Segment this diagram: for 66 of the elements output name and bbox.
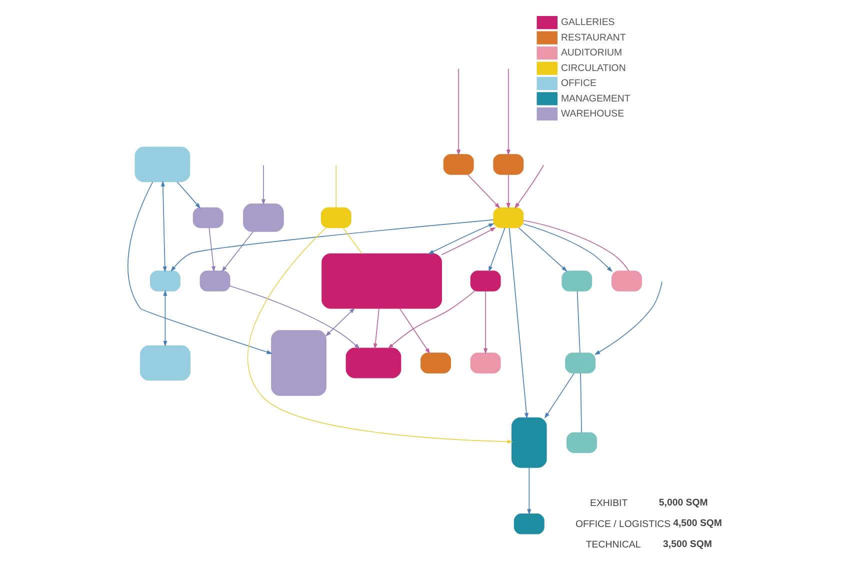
- arrow: [508, 228, 528, 419]
- legend-label: RESTAURANT: [560, 32, 626, 44]
- legend-label: OFFICE: [560, 78, 596, 90]
- node-box: [470, 270, 500, 292]
- connector: [522, 220, 629, 272]
- legend-label: WAREHOUSE: [560, 108, 624, 120]
- node-box: [139, 345, 190, 381]
- node-box: [420, 352, 450, 374]
- node-box: [321, 253, 442, 309]
- arrow: [260, 164, 265, 206]
- arrow: [387, 290, 475, 349]
- node-box: [149, 270, 180, 292]
- node-box: [345, 348, 401, 378]
- arrow: [526, 467, 531, 515]
- arrow: [466, 174, 500, 208]
- arrow: [427, 223, 494, 254]
- arrow: [398, 308, 430, 354]
- node-box: [611, 270, 642, 292]
- connector: [576, 290, 580, 354]
- node-box: [470, 352, 500, 374]
- arrow: [208, 227, 215, 272]
- node-box: [134, 146, 190, 182]
- node-box: [199, 270, 230, 292]
- arrow: [162, 290, 167, 347]
- legend-label: CIRCULATION: [560, 62, 626, 74]
- node-box: [566, 432, 596, 453]
- connector: [342, 227, 362, 254]
- arrow: [594, 281, 662, 355]
- arrow: [228, 286, 360, 349]
- label: TECHNICAL 3,500 SQM: [585, 538, 712, 551]
- arrow: [506, 174, 510, 209]
- arrow: [170, 219, 494, 272]
- node-box: [492, 154, 524, 175]
- arrow: [456, 68, 460, 156]
- legend-label: GALLERIES: [560, 17, 614, 28]
- label: OFFICE / LOGISTICS 4,500 SQM: [575, 518, 722, 530]
- node-box: [492, 207, 524, 228]
- arrow: [324, 308, 355, 336]
- arrow: [488, 227, 505, 272]
- label: EXHIBIT 5,000 SQM: [590, 497, 708, 510]
- arrow: [247, 228, 513, 444]
- node-box: [320, 207, 351, 228]
- node-box: [270, 330, 326, 396]
- node-box: [564, 352, 596, 374]
- arrow: [160, 180, 166, 272]
- arrow: [176, 181, 200, 209]
- legend-label: MANAGEMENT: [560, 93, 630, 104]
- arrow: [221, 231, 253, 272]
- arrow: [506, 68, 510, 156]
- arrow: [372, 308, 379, 350]
- node-box: [511, 417, 546, 468]
- node-box: [513, 514, 544, 534]
- arrow: [544, 372, 574, 419]
- arrow: [440, 227, 496, 256]
- arrow: [518, 227, 567, 272]
- node-box: [192, 207, 223, 228]
- connector: [335, 164, 336, 208]
- arrow: [127, 182, 272, 354]
- connector: [580, 372, 582, 433]
- legend-label: AUDITORIUM: [560, 48, 622, 59]
- arrow: [514, 164, 544, 209]
- node-box: [442, 154, 474, 175]
- arrow: [522, 223, 612, 272]
- node-box: [561, 270, 592, 292]
- node-box: [242, 204, 284, 232]
- arrow: [483, 290, 488, 354]
